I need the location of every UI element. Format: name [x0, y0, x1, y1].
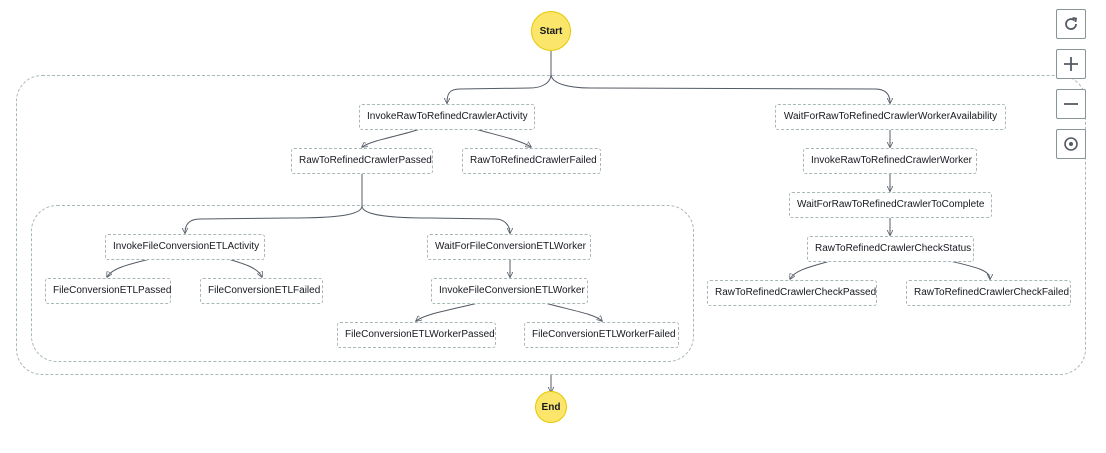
state-invoke-fc-worker[interactable]: InvokeFileConversionETLWorker — [431, 278, 588, 304]
state-raw-check-passed[interactable]: RawToRefinedCrawlerCheckPassed — [707, 280, 877, 306]
edge — [790, 260, 831, 279]
edge — [474, 128, 531, 147]
state-fc-passed[interactable]: FileConversionETLPassed — [45, 278, 171, 304]
state-invoke-fc-activity[interactable]: InvokeFileConversionETLActivity — [105, 234, 265, 260]
start-node[interactable]: Start — [531, 11, 571, 51]
edge — [361, 205, 510, 233]
edge — [416, 302, 479, 321]
edge — [949, 260, 990, 279]
state-fc-worker-failed[interactable]: FileConversionETLWorkerFailed — [524, 322, 679, 348]
edge — [447, 48, 552, 103]
plus-icon — [1064, 57, 1078, 71]
edge — [107, 258, 151, 277]
state-wait-raw-availability[interactable]: WaitForRawToRefinedCrawlerWorkerAvailabi… — [775, 104, 1006, 130]
state-raw-passed[interactable]: RawToRefinedCrawlerPassed — [291, 148, 433, 174]
state-fc-failed[interactable]: FileConversionETLFailed — [200, 278, 323, 304]
state-fc-worker-passed[interactable]: FileConversionETLWorkerPassed — [337, 322, 496, 348]
state-raw-check-status[interactable]: RawToRefinedCrawlerCheckStatus — [807, 236, 974, 262]
edge — [227, 258, 262, 277]
state-raw-check-failed[interactable]: RawToRefinedCrawlerCheckFailed — [906, 280, 1071, 306]
state-invoke-raw-worker[interactable]: InvokeRawToRefinedCrawlerWorker — [803, 148, 977, 174]
center-icon — [1064, 137, 1078, 151]
edge — [550, 73, 890, 103]
zoom-in-button[interactable] — [1056, 49, 1086, 79]
zoom-out-button[interactable] — [1056, 89, 1086, 119]
minus-icon — [1064, 103, 1078, 105]
refresh-icon — [1065, 17, 1078, 30]
edge — [185, 173, 363, 233]
state-wait-raw-complete[interactable]: WaitForRawToRefinedCrawlerToComplete — [789, 192, 992, 218]
edge — [362, 128, 421, 147]
refresh-button[interactable] — [1056, 9, 1086, 39]
edge — [544, 302, 602, 321]
end-node[interactable]: End — [535, 391, 567, 423]
state-raw-failed[interactable]: RawToRefinedCrawlerFailed — [462, 148, 601, 174]
center-button[interactable] — [1056, 129, 1086, 159]
state-invoke-raw-activity[interactable]: InvokeRawToRefinedCrawlerActivity — [359, 104, 535, 130]
state-wait-fc-worker[interactable]: WaitForFileConversionETLWorker — [427, 234, 591, 260]
